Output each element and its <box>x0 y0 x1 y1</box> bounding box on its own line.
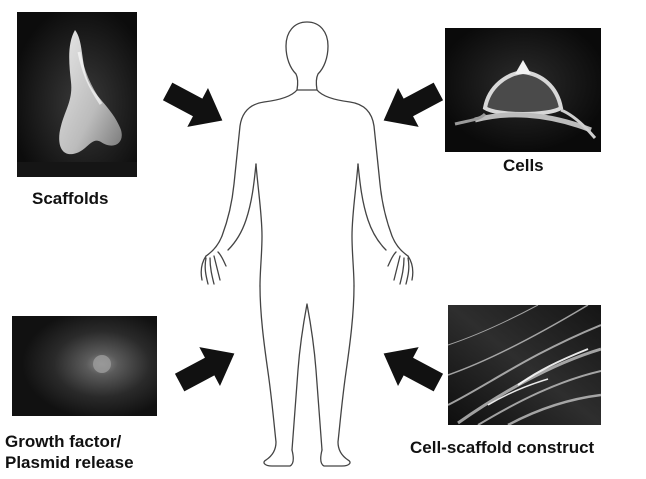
scaffolds-label: Scaffolds <box>32 188 109 209</box>
construct-image <box>448 305 601 425</box>
scaffolds-image <box>17 12 137 177</box>
growth-factor-label-line1: Growth factor/ <box>5 431 121 452</box>
cells-image <box>445 28 601 152</box>
growth-factor-image <box>12 316 157 416</box>
human-body-outline-icon <box>192 14 422 474</box>
growth-factor-label-line2: Plasmid release <box>5 452 134 473</box>
construct-label: Cell-scaffold construct <box>410 437 594 458</box>
cells-label: Cells <box>503 155 544 176</box>
